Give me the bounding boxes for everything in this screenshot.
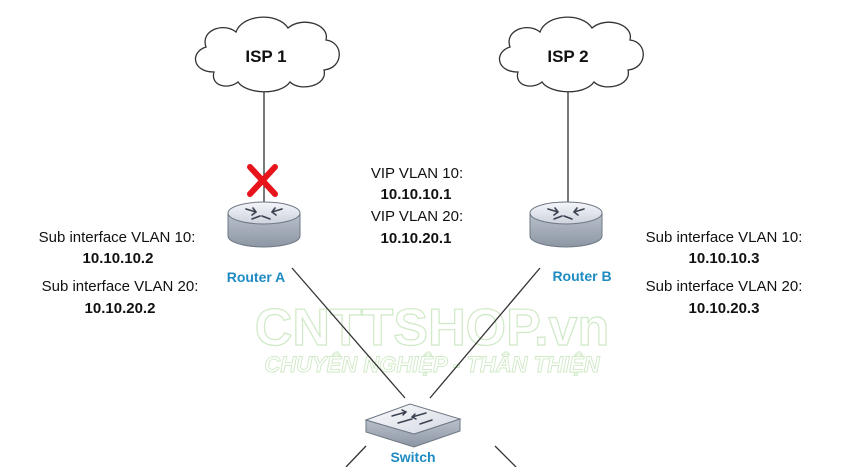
router-b-info: Sub interface VLAN 10: 10.10.10.3 Sub in… [646,229,803,317]
vip-vlan10-label: VIP VLAN 10: [371,165,463,182]
switch[interactable] [364,403,462,448]
cloud-icon [499,16,644,93]
watermark-tagline: CHUYÊN NGHIỆP - THÂN THIỆN [264,352,600,377]
red-x-icon [247,164,278,197]
router-b-vlan20-ip: 10.10.20.3 [689,300,760,317]
router-a-vlan10-label: Sub interface VLAN 10: [39,229,196,246]
router-b-label: Router B [552,268,611,284]
router-a[interactable] [227,201,301,248]
isp1-cloud: ISP 1 [195,16,340,93]
switch-label: Switch [390,449,435,465]
router-b-vlan10-ip: 10.10.10.3 [689,250,760,267]
isp1-label: ISP 1 [245,47,286,66]
links [263,88,569,467]
router-a-label: Router A [227,269,286,285]
watermark-brand: CNTTSHOP.vn [255,299,609,357]
vip-vlan10-ip: 10.10.10.1 [381,186,452,203]
router-a-info: Sub interface VLAN 10: 10.10.10.2 Sub in… [39,229,199,317]
watermark: CNTTSHOP.vn CHUYÊN NGHIỆP - THÂN THIỆN [254,298,610,377]
cloud-icon [195,16,340,93]
router-b-vlan20-label: Sub interface VLAN 20: [646,278,803,295]
router-a-vlan20-label: Sub interface VLAN 20: [42,278,199,295]
router-b-vlan10-label: Sub interface VLAN 10: [646,229,803,246]
link-router-b-switch [429,267,541,399]
vip-vlan20-ip: 10.10.20.1 [381,230,452,247]
router-a-vlan10-ip: 10.10.10.2 [83,250,154,267]
link-router-a-switch [291,267,406,399]
isp2-cloud: ISP 2 [499,16,644,93]
vip-vlan20-label: VIP VLAN 20: [371,208,463,225]
isp2-label: ISP 2 [547,47,588,66]
router-a-vlan20-ip: 10.10.20.2 [85,300,156,317]
router-b[interactable] [529,201,603,248]
link-switch-down-right [494,445,517,467]
link-switch-down-left [345,445,367,467]
vip-info: VIP VLAN 10: 10.10.10.1 VIP VLAN 20: 10.… [371,165,463,247]
